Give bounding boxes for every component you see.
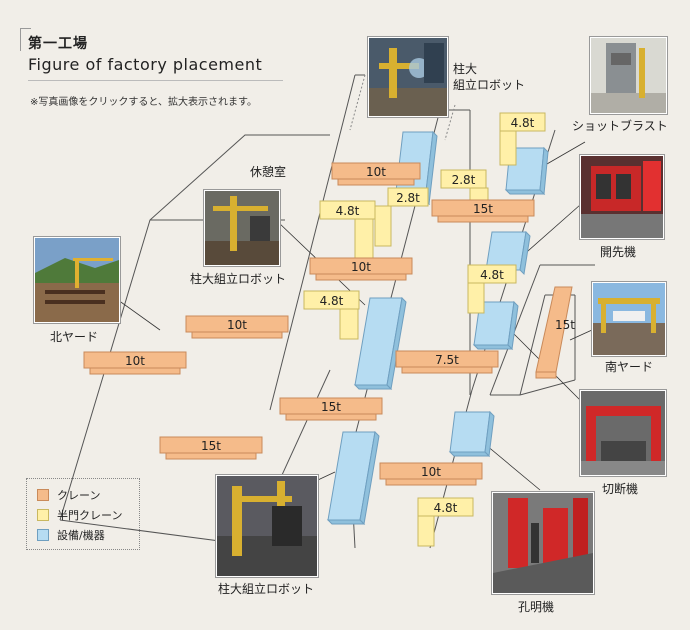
photo-north-yard[interactable] [34, 237, 120, 323]
equipment-block-2 [353, 296, 407, 391]
half-gate-crane-c3: 4.8t [319, 200, 376, 260]
photo-south-yard[interactable] [592, 282, 666, 356]
crane-c1: 10t [331, 162, 421, 186]
legend-swatch-equipment [37, 529, 49, 541]
column-line-1 [269, 74, 356, 411]
south-yard-label: 南ヤード [605, 360, 654, 374]
column-robot-top-label-1: 柱大 [453, 62, 478, 76]
photo-drilling[interactable] [492, 492, 594, 594]
photo-column-robot-mid[interactable] [204, 190, 280, 266]
legend-item-equipment: 設備/機器 [37, 527, 105, 543]
crane-c12: 10t [83, 351, 187, 375]
crane-c13: 7.5t [395, 350, 499, 374]
photo-cutting[interactable] [580, 390, 666, 476]
legend-swatch-half-gate-crane [37, 509, 49, 521]
crane-c15: 15t [159, 436, 263, 460]
crane-label-c10: 10t [227, 318, 247, 332]
column-robot-mid-label: 柱大組立ロボット [190, 272, 287, 286]
connector-beveling [519, 204, 581, 259]
legend-swatch-crane [37, 489, 49, 501]
shot-blast-label: ショットブラスト [572, 119, 668, 133]
crane-label-c12: 10t [125, 354, 145, 368]
half-gate-crane-c17: 4.8t [417, 497, 474, 547]
half-gate-crane-label-c17: 4.8t [434, 501, 458, 515]
half-gate-crane-c5: 4.8t [499, 112, 546, 166]
legend-label-half-gate-crane: 半門クレーン [57, 509, 123, 522]
crane-c10: 10t [185, 315, 289, 339]
legend-label-equipment: 設備/機器 [57, 529, 105, 542]
photo-column-robot-bottom[interactable] [216, 475, 318, 577]
equipment-block-7 [448, 410, 495, 458]
crane-label-c13: 7.5t [435, 353, 459, 367]
half-gate-crane-label-c4: 2.8t [452, 173, 476, 187]
crane-c6: 15t [431, 199, 535, 223]
legend-item-crane: クレーン [37, 487, 100, 503]
north-yard-label: 北ヤード [50, 330, 99, 344]
beveling-label: 開先機 [600, 245, 637, 259]
title-corner-mark [20, 28, 31, 51]
half-gate-crane-label-c3: 4.8t [336, 204, 360, 218]
crane-label-c11: 15t [555, 318, 575, 332]
crane-label-c14: 15t [321, 400, 341, 414]
half-gate-crane-c9: 4.8t [303, 290, 360, 340]
legend-item-half-gate-crane: 半門クレーン [37, 507, 122, 523]
crane-label-c16: 10t [421, 465, 441, 479]
equipment-block-3 [326, 430, 380, 526]
photo-shot-blast[interactable] [590, 37, 667, 114]
crane-c7: 10t [309, 257, 413, 281]
crane-c11: 15t [535, 286, 575, 379]
drilling-label: 孔明機 [518, 600, 555, 614]
photo-beveling[interactable] [580, 155, 664, 239]
connector-south-yard [569, 329, 593, 341]
equipment-block-5 [485, 230, 531, 276]
legend-label-crane: クレーン [57, 489, 101, 502]
half-gate-crane-label-c5: 4.8t [511, 116, 535, 130]
half-gate-crane-label-c9: 4.8t [320, 294, 344, 308]
cutting-label: 切断機 [602, 482, 639, 496]
crane-label-c1: 10t [366, 165, 386, 179]
connector-shot-blast [539, 141, 586, 169]
crane-label-c6: 15t [473, 202, 493, 216]
half-gate-crane-label-c2: 2.8t [396, 191, 420, 205]
half-gate-crane-c4: 2.8t [440, 169, 489, 201]
legend: クレーン 半門クレーン 設備/機器 [26, 478, 140, 550]
page-title-en: Figure of factory placement [28, 55, 263, 74]
connector-north-yard [117, 299, 161, 331]
half-gate-crane-c2: 2.8t [374, 187, 429, 247]
crane-c14: 15t [279, 397, 383, 421]
half-gate-crane-label-c8: 4.8t [480, 268, 504, 282]
title-divider [28, 80, 283, 81]
crane-c16: 10t [379, 462, 483, 486]
rest-room-label: 休憩室 [250, 165, 287, 179]
photo-click-note: ※写真画像をクリックすると、拡大表示されます。 [30, 97, 257, 108]
page-title-jp: 第一工場 [28, 36, 88, 52]
column-robot-bottom-label: 柱大組立ロボット [218, 582, 315, 596]
photo-column-robot-top[interactable] [368, 37, 448, 117]
crane-label-c7: 10t [351, 260, 371, 274]
column-robot-top-label-2: 組立ロボット [453, 78, 526, 92]
half-gate-crane-c8: 4.8t [467, 264, 517, 314]
crane-label-c15: 15t [201, 439, 221, 453]
